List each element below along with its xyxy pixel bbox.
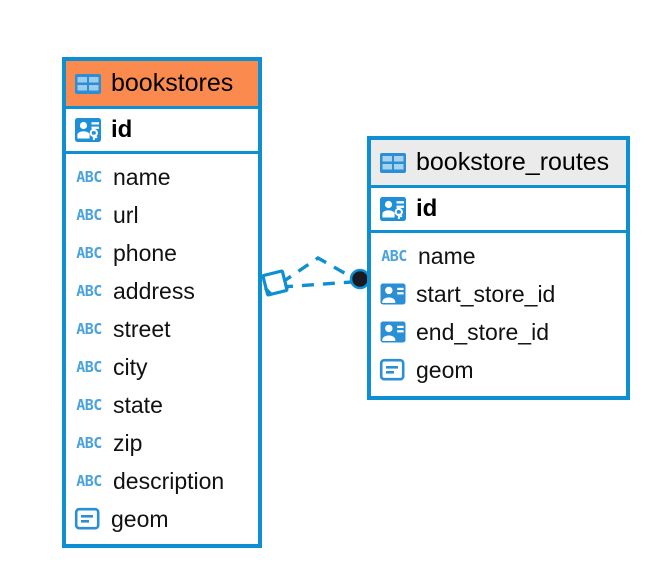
field-label: zip	[113, 429, 143, 456]
abc-text-type-icon: ABC	[381, 246, 407, 265]
field-row-phone[interactable]: ABC phone	[66, 234, 258, 272]
abc-text-type-icon: ABC	[76, 395, 102, 414]
field-row-geom[interactable]: geom	[371, 351, 626, 389]
entity-bookstore-routes-header[interactable]: bookstore_routes	[371, 140, 626, 188]
geometry-type-icon	[379, 358, 405, 381]
geometry-type-icon	[74, 507, 100, 530]
relationship-source-diamond-marker	[261, 269, 289, 297]
entity-bookstore-routes-primary-key-label: id	[416, 195, 438, 222]
foreign-key-icon	[380, 321, 406, 343]
field-row-street[interactable]: ABC street	[66, 310, 258, 348]
field-label: name	[113, 163, 171, 190]
field-row-start-store-id[interactable]: start_store_id	[371, 275, 626, 313]
abc-text-type-icon: ABC	[76, 281, 102, 300]
field-label: url	[113, 201, 139, 228]
field-label: address	[113, 277, 195, 304]
field-row-name[interactable]: ABC name	[66, 158, 258, 196]
abc-text-type-icon: ABC	[76, 167, 102, 186]
foreign-key-icon	[380, 283, 406, 305]
relationship-line-lower	[280, 280, 353, 289]
field-row-city[interactable]: ABC city	[66, 348, 258, 386]
field-row-geom[interactable]: geom	[66, 500, 258, 538]
field-row-state[interactable]: ABC state	[66, 386, 258, 424]
abc-text-type-icon: ABC	[76, 433, 102, 452]
abc-text-type-icon: ABC	[76, 471, 102, 490]
field-label: phone	[113, 239, 177, 266]
field-row-zip[interactable]: ABC zip	[66, 424, 258, 462]
table-grid-icon	[380, 152, 406, 173]
relationship-line-upper	[280, 256, 356, 285]
abc-text-type-icon: ABC	[76, 319, 102, 338]
entity-bookstores-title: bookstores	[111, 69, 234, 97]
primary-key-icon	[380, 197, 406, 221]
entity-bookstore-routes[interactable]: bookstore_routes id ABC name	[367, 136, 630, 400]
field-row-end-store-id[interactable]: end_store_id	[371, 313, 626, 351]
entity-bookstore-routes-field-list: ABC name start_store_id	[371, 233, 626, 389]
abc-text-type-icon: ABC	[76, 205, 102, 224]
field-label: description	[113, 467, 225, 494]
abc-text-type-icon: ABC	[76, 243, 102, 262]
field-row-url[interactable]: ABC url	[66, 196, 258, 234]
field-row-address[interactable]: ABC address	[66, 272, 258, 310]
field-label: state	[113, 391, 163, 418]
field-label: start_store_id	[416, 280, 556, 307]
entity-bookstores[interactable]: bookstores id ABC name ABC url	[62, 57, 262, 548]
entity-bookstores-primary-key-row[interactable]: id	[66, 109, 258, 154]
field-label: street	[113, 315, 171, 342]
abc-text-type-icon: ABC	[76, 357, 102, 376]
entity-bookstores-primary-key-label: id	[111, 116, 133, 143]
field-label: city	[113, 353, 148, 380]
field-label: name	[418, 242, 476, 269]
field-row-name[interactable]: ABC name	[371, 237, 626, 275]
primary-key-icon	[75, 118, 101, 142]
entity-bookstore-routes-title: bookstore_routes	[416, 148, 610, 176]
entity-bookstore-routes-primary-key-row[interactable]: id	[371, 188, 626, 233]
field-label: geom	[111, 505, 169, 532]
field-label: end_store_id	[416, 318, 549, 345]
entity-bookstores-field-list: ABC name ABC url ABC phone ABC address A…	[66, 154, 258, 538]
field-row-description[interactable]: ABC description	[66, 462, 258, 500]
table-grid-icon	[75, 73, 101, 94]
field-label: geom	[416, 356, 474, 383]
entity-bookstores-header[interactable]: bookstores	[66, 61, 258, 109]
